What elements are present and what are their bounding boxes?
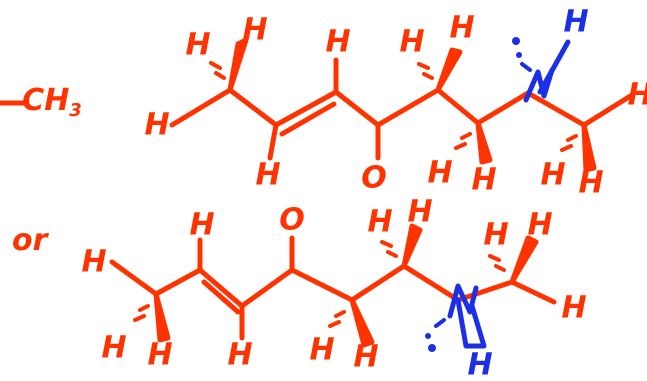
bottom-h-label: H bbox=[561, 291, 586, 326]
bottom-molecule: H H H H H O H H H H H H H H bbox=[81, 195, 586, 381]
bottom-lone-pair-dot-a bbox=[428, 344, 436, 352]
bottom-h-label: H bbox=[147, 338, 172, 373]
top-double-bond bbox=[279, 101, 337, 137]
bottom-h-label: H bbox=[81, 245, 106, 280]
bottom-h-label: H bbox=[227, 338, 252, 373]
top-h-label: H bbox=[185, 28, 210, 63]
top-nh-bond bbox=[537, 39, 571, 95]
bottom-o-label: O bbox=[279, 203, 305, 238]
top-h-label: H bbox=[242, 13, 267, 48]
top-c4-dash-b bbox=[417, 62, 430, 70]
bottom-c5-wedge bbox=[401, 223, 423, 269]
top-h-label: H bbox=[627, 78, 647, 113]
bottom-backbone bbox=[109, 259, 557, 309]
bottom-h-label: H bbox=[407, 195, 432, 230]
top-lone-pair-dot-b bbox=[516, 52, 522, 58]
bottom-n-letter-stroke bbox=[447, 283, 479, 319]
top-backbone bbox=[169, 87, 635, 128]
bottom-c7-wedge bbox=[509, 235, 539, 285]
bottom-c4-dash-b bbox=[328, 320, 341, 328]
bottom-h-label: H bbox=[189, 208, 214, 243]
top-c5-dash-a bbox=[460, 132, 472, 140]
bottom-c1-wedge bbox=[153, 291, 171, 343]
top-c5-dash-b bbox=[454, 142, 467, 150]
bottom-h-on-n-label: H bbox=[467, 348, 492, 381]
top-c1-wedge bbox=[227, 37, 249, 93]
or-label: or bbox=[12, 223, 50, 258]
top-c7-dash-a bbox=[566, 134, 578, 142]
top-c5-wedge bbox=[475, 120, 493, 165]
bottom-c7-dash-a bbox=[494, 264, 506, 272]
bottom-c4-wedge bbox=[349, 297, 375, 348]
bottom-lone-pair-dash bbox=[434, 318, 446, 328]
bottom-nh-wedge bbox=[455, 297, 487, 349]
top-c7-wedge bbox=[581, 122, 597, 173]
top-h-label: H bbox=[449, 11, 474, 46]
bottom-c5-dash-a bbox=[386, 250, 398, 258]
top-lone-pair-dash bbox=[520, 62, 532, 72]
bottom-lone-pair-dot-b bbox=[425, 333, 431, 339]
top-h-label: H bbox=[427, 156, 452, 191]
top-c4-wedge bbox=[435, 47, 463, 93]
top-h-label: H bbox=[578, 166, 603, 201]
top-h-label: H bbox=[540, 158, 565, 193]
bottom-h-label: H bbox=[483, 218, 508, 253]
top-c2-h-bond bbox=[267, 122, 279, 161]
top-c4-dash-a bbox=[422, 72, 434, 80]
top-c7-dash-b bbox=[560, 144, 573, 152]
bottom-h-label: H bbox=[367, 205, 392, 240]
bottom-h-label: H bbox=[101, 331, 126, 366]
bottom-h-label: H bbox=[309, 333, 334, 368]
bottom-double-bond bbox=[201, 279, 241, 315]
bottom-c1-dash-b bbox=[133, 314, 146, 322]
bottom-h-label: H bbox=[527, 208, 552, 243]
top-molecule: H H H H H O H H H H H H H H bbox=[144, 5, 647, 201]
top-c1-dash-a bbox=[214, 71, 226, 80]
top-h-label: H bbox=[471, 163, 496, 198]
top-h-label: H bbox=[325, 25, 350, 60]
top-c1-dash-b bbox=[209, 61, 222, 70]
top-h-on-n-label: H bbox=[563, 5, 588, 40]
bottom-c7-dash-b bbox=[488, 254, 501, 262]
bottom-c4-dash-a bbox=[334, 310, 346, 318]
fragment-ch-label: CH3 bbox=[22, 83, 82, 121]
top-h-label: H bbox=[144, 108, 169, 143]
top-lone-pair-dot-a bbox=[512, 37, 520, 45]
methyl-fragment: CH3 bbox=[0, 83, 82, 121]
top-n-letter-stroke bbox=[523, 67, 555, 103]
bottom-c5-dash-b bbox=[380, 240, 393, 248]
top-o-label: O bbox=[361, 161, 387, 196]
top-h-label: H bbox=[399, 25, 424, 60]
bottom-c1-dash-a bbox=[138, 304, 150, 312]
bottom-h-label: H bbox=[353, 340, 378, 375]
top-h-label: H bbox=[255, 158, 280, 193]
